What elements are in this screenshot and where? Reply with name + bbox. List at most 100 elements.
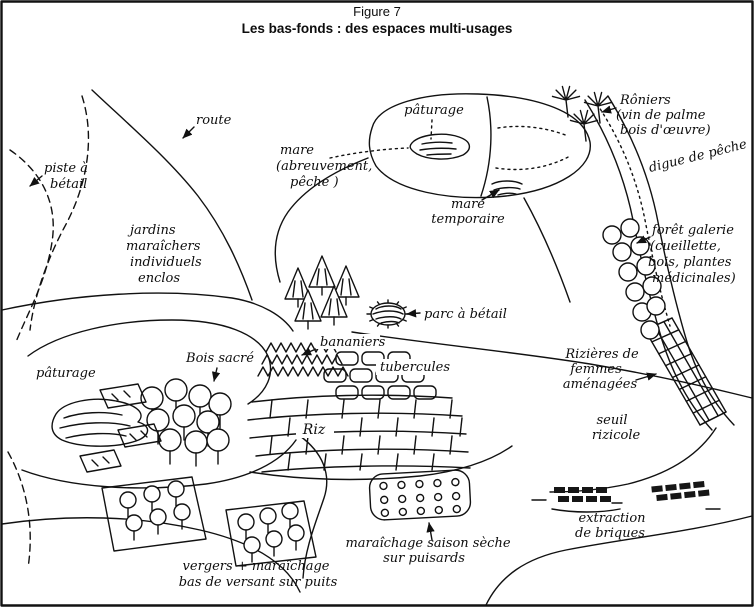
pond-to-corridor-curve xyxy=(523,197,571,303)
gallery-forest-tree-icon xyxy=(642,276,662,296)
figure-number: Figure 7 xyxy=(353,4,401,19)
well-dot xyxy=(380,508,390,518)
route-arrow xyxy=(182,126,195,139)
label-roniers: (vin de palme xyxy=(616,108,706,123)
cattle-pen-arrow xyxy=(406,309,421,318)
well-dot xyxy=(451,477,460,487)
label-jardins: jardins xyxy=(127,223,176,238)
label-bananiers: bananiers xyxy=(320,335,386,350)
cattle-track-arrow xyxy=(29,175,43,187)
pasture-outline xyxy=(368,93,591,199)
terrain-curves xyxy=(1,89,753,606)
gallery-forest-tree-icon xyxy=(646,296,666,316)
orchard-tree-icon xyxy=(243,536,261,554)
terrace-rungs xyxy=(644,317,727,426)
well-dot xyxy=(379,481,388,491)
brick xyxy=(656,493,668,502)
rice-row xyxy=(247,412,463,421)
valley-upper-right-edge xyxy=(351,331,753,399)
label-piste: piste à xyxy=(44,161,88,176)
label-foret: bois, plantes xyxy=(648,255,732,270)
label-foret: (cueillette, xyxy=(650,239,721,254)
sacred-wood-tree-icon xyxy=(206,428,230,452)
gallery-forest-tree-icon xyxy=(636,256,656,276)
paddy-divider xyxy=(413,399,417,419)
orchards xyxy=(101,476,317,567)
terraces-arrow xyxy=(635,372,657,381)
well-dot xyxy=(416,506,426,516)
label-parc: parc à bétail xyxy=(424,307,507,322)
label-extraction: extraction xyxy=(578,511,645,526)
label-maraichage: maraîchage saison sèche xyxy=(345,536,510,551)
gallery-forest-trees xyxy=(602,218,666,340)
terraced-rice-band xyxy=(644,317,727,426)
paddy-divider xyxy=(359,417,363,437)
brick xyxy=(596,487,607,493)
hut-texture xyxy=(292,280,304,308)
banana-arrow xyxy=(301,347,317,356)
label-bg xyxy=(316,334,380,349)
paddy-divider xyxy=(431,453,435,471)
paddy-divider xyxy=(305,399,309,419)
label-jardins: individuels xyxy=(130,255,202,270)
paddy-divider xyxy=(377,435,381,455)
label-digue: digue de pêche xyxy=(647,137,748,176)
paddy-divider xyxy=(449,399,453,419)
orchard-tree-icon xyxy=(143,485,161,503)
valley-upper-left-edge xyxy=(1,292,294,332)
cattle-track-dashed-3 xyxy=(7,451,31,569)
brick xyxy=(697,489,710,497)
label-extraction: de briques xyxy=(575,526,645,541)
brick-extraction xyxy=(531,481,721,513)
orchard-tree-icon xyxy=(167,480,185,498)
label-maraichage: sur puisards xyxy=(383,551,465,566)
well-dots xyxy=(379,477,461,518)
well-dot xyxy=(397,480,406,490)
gallery-forest-tree-icon xyxy=(625,282,645,302)
banana-scribble xyxy=(257,366,349,377)
sacred-wood-arrow xyxy=(211,367,221,382)
tuber-mound xyxy=(361,385,385,400)
label-mare: pêche ) xyxy=(290,175,339,190)
well-dot xyxy=(415,479,424,489)
well-dot xyxy=(451,491,461,501)
brick xyxy=(572,496,583,502)
rice-lower-edge xyxy=(249,445,513,481)
orchard-outline xyxy=(225,500,317,567)
label-paturage-haut: pâturage xyxy=(404,103,464,118)
sacred-wood-tree-icon xyxy=(158,428,182,452)
brick xyxy=(684,491,696,499)
terrace-long-line xyxy=(653,325,710,422)
labels-layer: Figure 7 Les bas-fonds : des espaces mul… xyxy=(36,4,749,590)
bottom-right-curve xyxy=(485,515,753,606)
figure-title: Les bas-fonds : des espaces multi-usages xyxy=(242,21,513,36)
label-seuil: rizicole xyxy=(592,428,641,443)
brick xyxy=(582,487,593,493)
garden-plots xyxy=(79,383,162,473)
tuber-mound xyxy=(323,368,347,383)
label-foret: forêt galerie xyxy=(651,223,734,238)
paddy-divider xyxy=(359,453,363,471)
paddy-divider xyxy=(413,435,417,455)
terrace-rung xyxy=(685,387,714,402)
left-pond-water-lines xyxy=(59,411,131,439)
sacred-wood-tree-icon xyxy=(164,378,188,402)
label-seuil: seuil xyxy=(596,413,627,428)
label-tubercules: tubercules xyxy=(380,360,450,375)
paddy-divider xyxy=(287,453,291,471)
paddy-divider xyxy=(395,417,399,437)
temporary-pond-arrow xyxy=(481,189,500,201)
label-riz: Riz xyxy=(302,422,326,438)
garden-plot xyxy=(117,423,162,448)
brick xyxy=(554,487,565,493)
pasture-dotted-b xyxy=(495,155,571,171)
label-jardins: maraîchers xyxy=(126,239,201,254)
well-dot xyxy=(398,507,408,517)
paddy-divider xyxy=(395,453,399,471)
tuber-mounds xyxy=(323,351,437,400)
fence-tick xyxy=(402,318,407,322)
pond-to-village-curve xyxy=(274,157,369,283)
